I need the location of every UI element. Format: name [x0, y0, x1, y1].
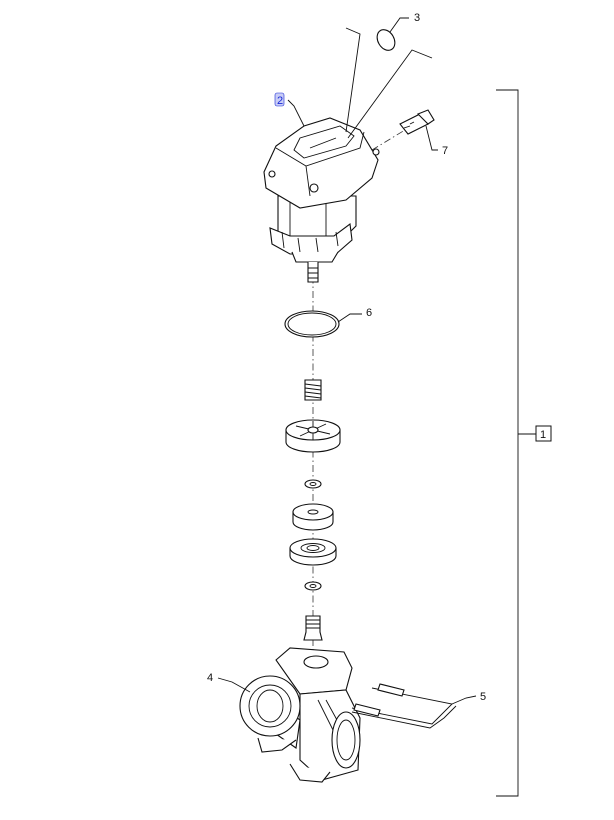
connector-7 [399, 109, 435, 135]
callout-2-label: 2 [277, 95, 283, 107]
assembly-bracket [496, 89, 519, 797]
actuator-housing [263, 117, 380, 283]
ring-seal [289, 538, 337, 566]
stem-bolt [303, 615, 323, 641]
lid-leader-a [345, 27, 361, 133]
washer-small-lower [304, 581, 322, 591]
callout-5-label: 5 [480, 691, 486, 703]
lid-leader-b [347, 49, 433, 139]
connector-axis [371, 129, 406, 151]
u-bolt-5 [351, 683, 457, 729]
callout-1-box [535, 425, 552, 442]
callout-4-label: 4 [207, 672, 213, 684]
callout-3-leader [389, 17, 409, 33]
callout-3-label: 3 [414, 12, 420, 24]
callout-2-highlight [274, 92, 285, 107]
callout-5-leader [451, 695, 477, 705]
seal-cup [292, 503, 334, 531]
callout-2-leader [287, 99, 305, 127]
washer-small-upper [304, 479, 322, 489]
spring [304, 379, 322, 401]
o-ring-3 [376, 29, 396, 51]
callout-7-label: 7 [442, 145, 448, 157]
callout-6-leader [337, 313, 362, 323]
callout-1-label: 1 [540, 429, 546, 441]
o-ring-6 [284, 310, 340, 338]
callout-6-label: 6 [366, 307, 372, 319]
callout-4-leader [217, 677, 251, 693]
valve-disc [285, 419, 341, 453]
valve-body-4 [239, 647, 361, 783]
callout-7-leader [425, 125, 438, 151]
